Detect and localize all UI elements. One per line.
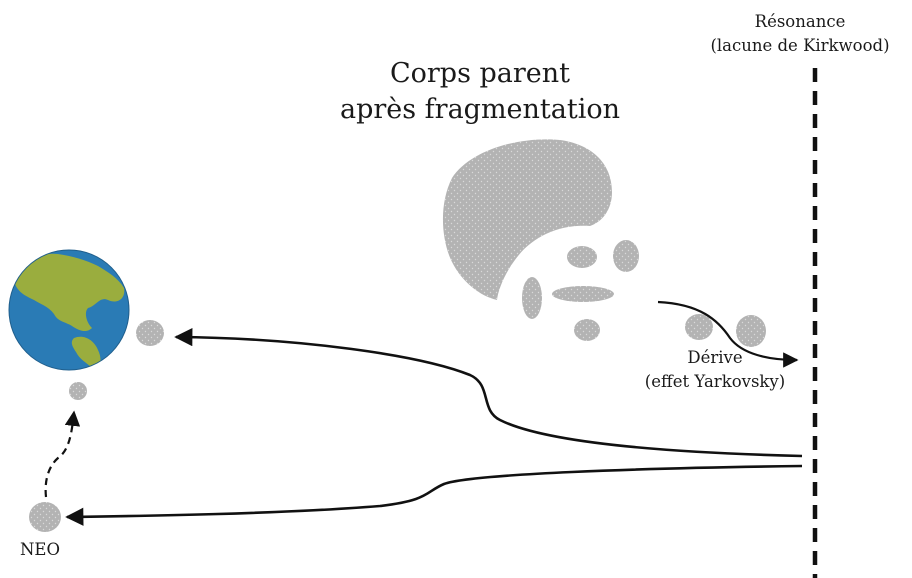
drift-label: Dérive (effet Yarkovsky) [620, 346, 810, 394]
neo-approach-arrow [44, 410, 81, 498]
drift-line1: Dérive [687, 348, 743, 367]
fragment [522, 277, 542, 319]
fragment [736, 315, 766, 347]
fragment [567, 246, 597, 268]
parent-body [442, 139, 612, 300]
neo-label: NEO [19, 540, 60, 559]
resonance-label: Résonance (lacune de Kirkwood) [688, 10, 912, 58]
asteroid-icon [136, 320, 164, 346]
title-line2: après fragmentation [339, 94, 621, 125]
fragment [574, 319, 600, 341]
title-line1: Corps parent [389, 58, 571, 89]
fragments [522, 240, 766, 347]
fragment [552, 286, 614, 302]
resonance-line1: Résonance [754, 12, 846, 31]
earth-icon [8, 249, 130, 371]
page-title: Corps parent après fragmentation [330, 56, 630, 128]
asteroid-icon [69, 382, 87, 400]
trajectory-to-neo [65, 464, 803, 526]
neo-asteroid-icon [29, 502, 61, 532]
drift-line2: (effet Yarkovsky) [644, 372, 786, 391]
resonance-line2: (lacune de Kirkwood) [710, 36, 890, 55]
trajectory-to-earth [174, 328, 803, 458]
drift-arrow [657, 300, 799, 368]
fragment [685, 314, 713, 340]
fragment [613, 240, 639, 272]
